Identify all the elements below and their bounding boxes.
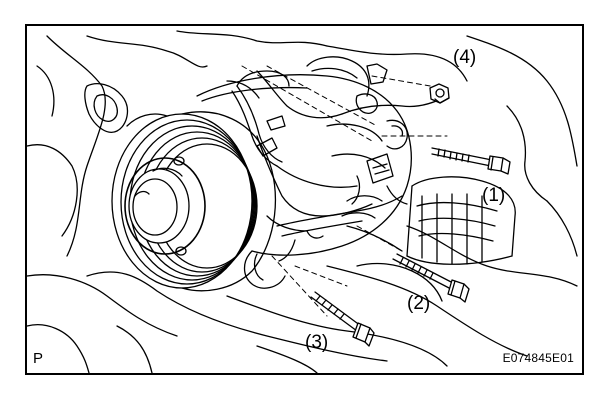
nut-4 [429,83,450,104]
corner-label: P [33,350,44,367]
bolt-3 [310,291,375,347]
callout-bolt-1: (1) [482,185,506,206]
engine-block-outline [27,30,578,373]
compressor-illustration [27,30,578,373]
alignment-dashed-lines [241,65,448,317]
callout-bolt-3: (3) [305,332,329,353]
illustration-frame: (1) (2) (3) (4) P E074845E01 [25,24,584,375]
bolt-1 [431,147,511,175]
wire-harness [226,70,448,262]
mounting-bracket [346,176,516,302]
compressor-body [196,56,412,289]
callout-bolt-2: (2) [407,293,431,314]
bolt-2 [392,253,470,303]
compressor-pulley [111,111,276,292]
figure-code: E074845E01 [502,351,574,365]
callout-nut-4: (4) [453,47,477,68]
